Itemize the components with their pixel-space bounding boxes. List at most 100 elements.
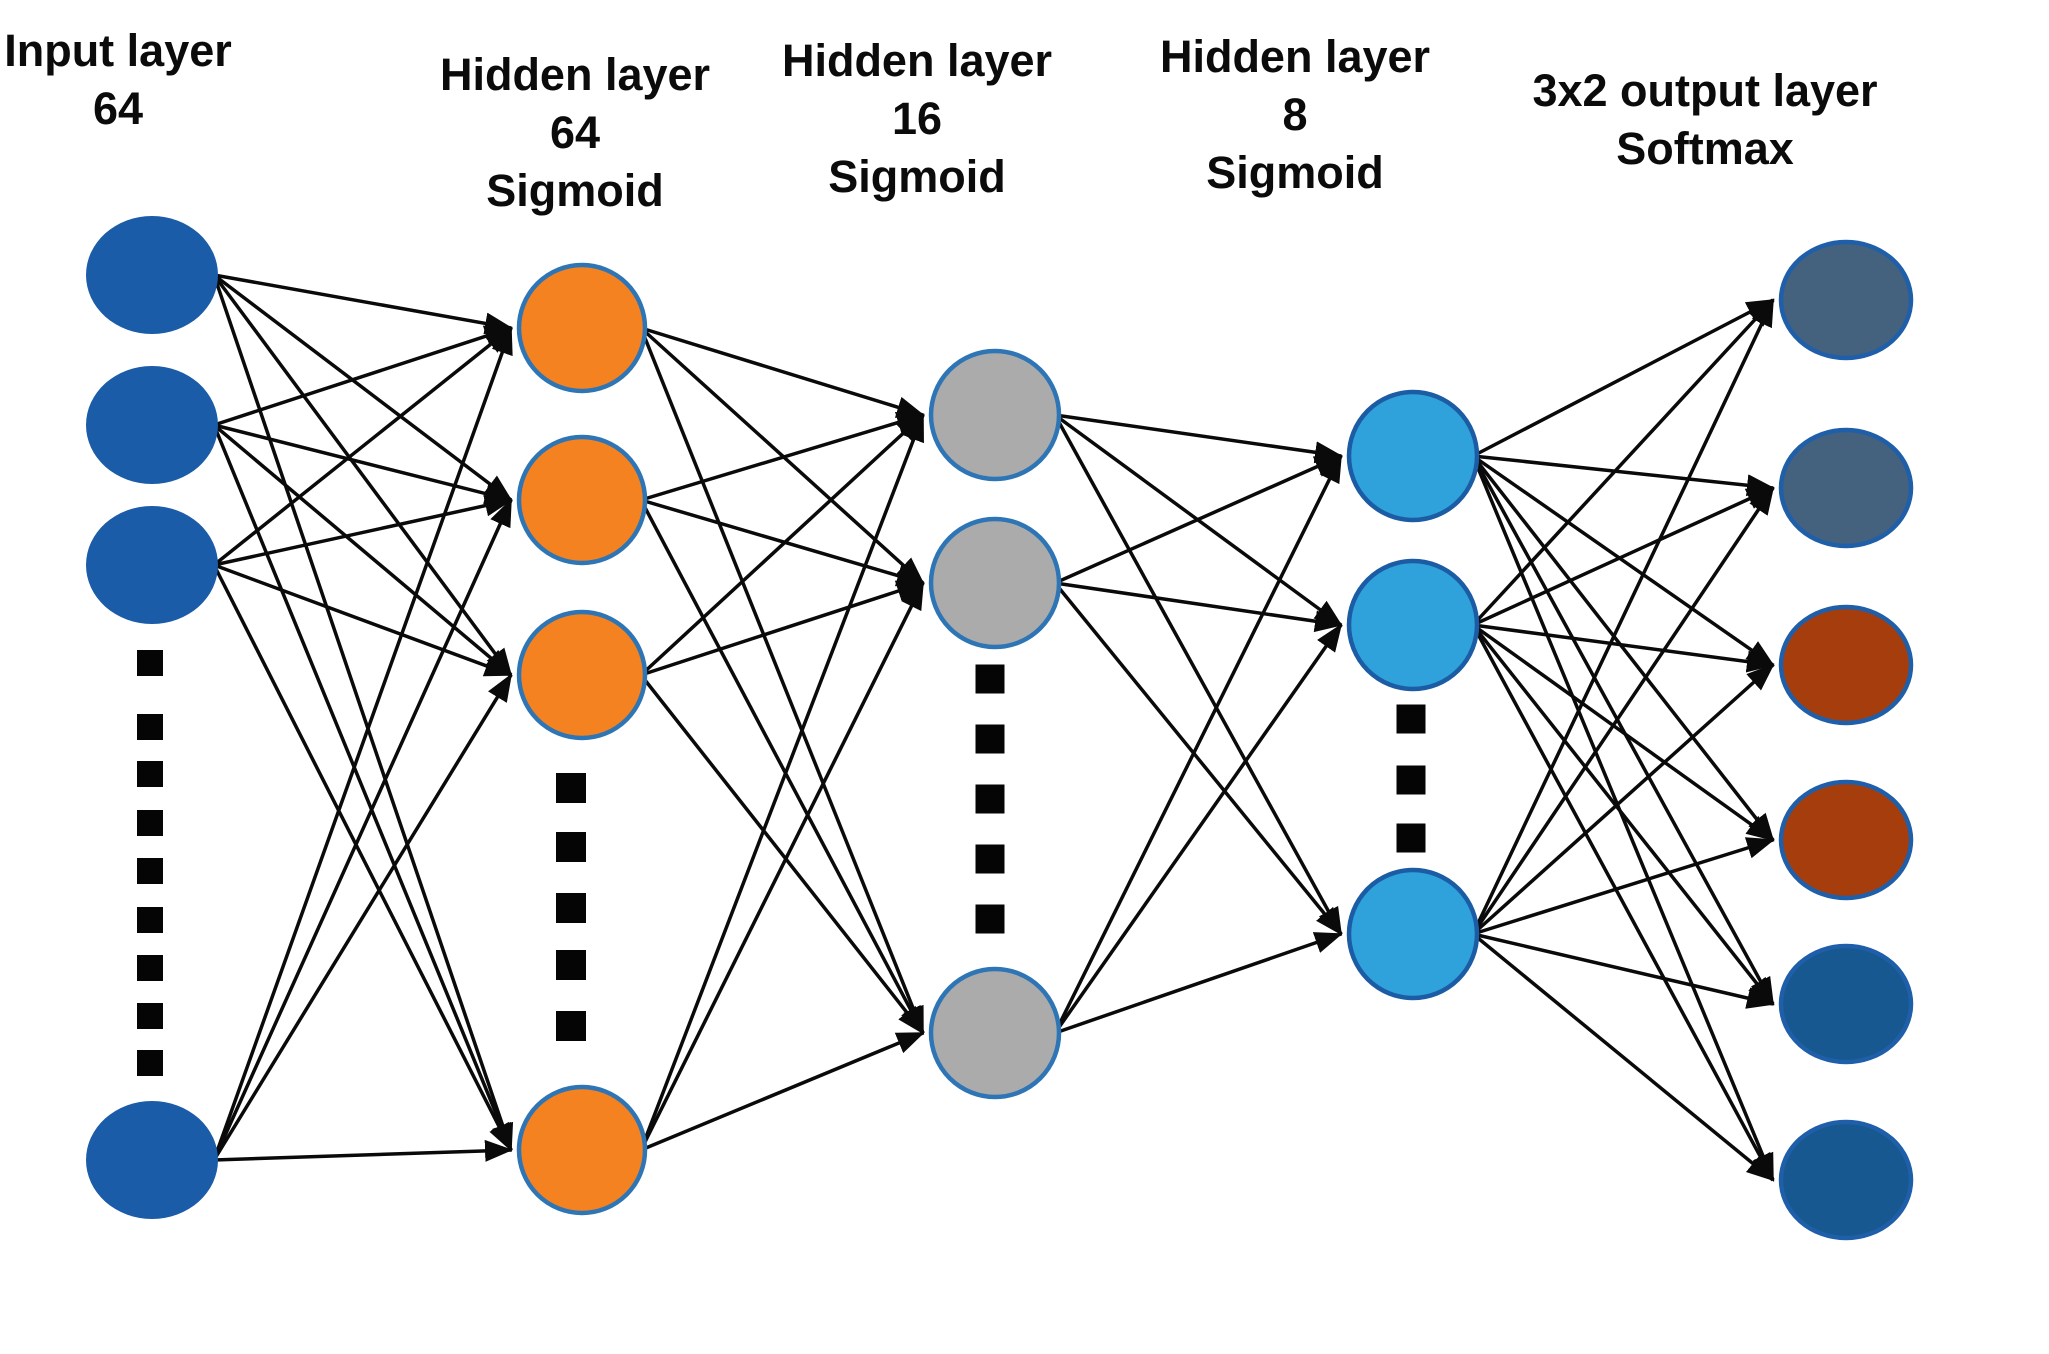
input-layer-ellipsis-square-7	[137, 1003, 163, 1029]
edge-input-layer-3-to-hidden-layer-1-1	[212, 498, 513, 1161]
edge-input-layer-3-to-hidden-layer-1-3	[213, 1139, 513, 1162]
input-layer-ellipsis-square-0	[137, 650, 163, 676]
input-layer-ellipsis-square-8	[137, 1050, 163, 1076]
edge-hidden-layer-3-2-to-output-layer-5	[1471, 932, 1775, 1182]
edge-hidden-layer-1-2-to-hidden-layer-2-1	[640, 580, 925, 677]
edge-hidden-layer-3-1-to-output-layer-3	[1471, 623, 1775, 842]
hidden-layer-2-ellipsis-square-3	[975, 844, 1005, 874]
input-layer-ellipsis-square-6	[137, 955, 163, 981]
output-layer-node-3	[1778, 604, 1914, 726]
edge-input-layer-1-to-hidden-layer-1-0	[213, 325, 513, 427]
label-hidden2-line-2: 16	[891, 93, 943, 144]
edge-hidden-layer-2-1-to-hidden-layer-3-1	[1054, 581, 1343, 633]
hidden-layer-3-node-3	[1346, 867, 1480, 1001]
edge-hidden-layer-3-1-to-output-layer-0	[1471, 298, 1775, 627]
edge-hidden-layer-3-2-to-output-layer-1	[1471, 486, 1775, 935]
edge-input-layer-0-to-hidden-layer-1-0	[213, 273, 513, 335]
hidden-layer-2-node-2	[928, 516, 1062, 650]
edge-hidden-layer-2-2-to-hidden-layer-3-0	[1053, 454, 1343, 1034]
edge-hidden-layer-3-1-to-output-layer-1	[1472, 486, 1775, 627]
label-hidden3-line-2: 8	[1282, 89, 1308, 140]
edge-input-layer-1-to-hidden-layer-1-3	[212, 424, 513, 1152]
edge-hidden-layer-1-1-to-hidden-layer-2-1	[640, 498, 925, 587]
hidden-layer-3-ellipsis-square-0	[1396, 704, 1426, 734]
edge-hidden-layer-3-1-to-output-layer-2	[1472, 623, 1775, 673]
edge-hidden-layer-3-0-to-output-layer-0	[1472, 298, 1775, 458]
hidden-layer-3-ellipsis-square-2	[1396, 823, 1426, 853]
label-input-layer: Input layer 64	[4, 22, 232, 138]
edge-hidden-layer-2-2-to-hidden-layer-3-1	[1053, 623, 1343, 1035]
edge-input-layer-3-to-hidden-layer-1-0	[212, 326, 513, 1161]
edge-hidden-layer-3-1-to-output-layer-4	[1471, 623, 1775, 1006]
edge-hidden-layer-3-0-to-output-layer-2	[1471, 454, 1775, 667]
edge-hidden-layer-1-1-to-hidden-layer-2-0	[640, 411, 925, 502]
edge-hidden-layer-2-0-to-hidden-layer-3-2	[1053, 414, 1343, 936]
output-layer-node-5	[1778, 943, 1914, 1065]
hidden-layer-1-ellipsis-square-4	[556, 1011, 586, 1041]
edge-input-layer-2-to-hidden-layer-1-2	[213, 563, 513, 677]
edge-input-layer-3-to-hidden-layer-1-2	[212, 673, 513, 1161]
input-layer-node-1	[86, 216, 218, 334]
hidden-layer-1-ellipsis-square-0	[556, 773, 586, 803]
edge-hidden-layer-3-2-to-output-layer-3	[1472, 837, 1775, 936]
hidden-layer-2-ellipsis-square-1	[975, 724, 1005, 754]
edge-hidden-layer-1-0-to-hidden-layer-2-2	[639, 327, 925, 1035]
hidden-layer-2-node-3	[928, 966, 1062, 1100]
edge-hidden-layer-1-3-to-hidden-layer-2-0	[639, 413, 925, 1151]
edge-hidden-layer-1-3-to-hidden-layer-2-1	[639, 581, 925, 1151]
hidden-layer-3-ellipsis-square-1	[1396, 765, 1426, 795]
hidden-layer-1-ellipsis-square-1	[556, 832, 586, 862]
hidden-layer-1-ellipsis-square-3	[556, 950, 586, 980]
edge-input-layer-2-to-hidden-layer-1-3	[212, 564, 513, 1152]
output-layer-node-2	[1778, 427, 1914, 549]
output-layer-node-4	[1778, 779, 1914, 901]
edge-hidden-layer-3-0-to-output-layer-5	[1471, 455, 1775, 1182]
edge-hidden-layer-3-2-to-output-layer-4	[1472, 932, 1775, 1009]
hidden-layer-1-node-1	[516, 262, 648, 394]
hidden-layer-2-ellipsis-square-0	[975, 664, 1005, 694]
hidden-layer-1-node-2	[516, 434, 648, 566]
label-hidden2-line-3: Sigmoid	[828, 151, 1006, 202]
edge-hidden-layer-2-1-to-hidden-layer-3-2	[1053, 581, 1343, 936]
edge-input-layer-2-to-hidden-layer-1-0	[212, 326, 513, 567]
label-input-line-2: 64	[92, 83, 144, 134]
label-hidden1-line-3: Sigmoid	[486, 165, 664, 216]
edge-hidden-layer-3-2-to-output-layer-2	[1471, 663, 1775, 936]
label-output-line-1: 3x2 output layer	[1532, 65, 1878, 116]
edge-input-layer-0-to-hidden-layer-1-1	[212, 273, 513, 502]
input-layer-node-3	[86, 506, 218, 624]
edge-input-layer-0-to-hidden-layer-1-2	[212, 273, 513, 677]
input-layer-node-2	[86, 366, 218, 484]
label-output-line-2: Softmax	[1616, 123, 1794, 174]
edge-hidden-layer-3-2-to-output-layer-0	[1471, 298, 1775, 935]
input-layer-node-4	[86, 1101, 218, 1219]
hidden-layer-1-ellipsis-square-2	[556, 893, 586, 923]
edge-hidden-layer-1-2-to-hidden-layer-2-2	[639, 673, 925, 1035]
edge-hidden-layer-1-3-to-hidden-layer-2-2	[640, 1031, 925, 1152]
hidden-layer-3-node-1	[1346, 389, 1480, 523]
edge-hidden-layer-1-2-to-hidden-layer-2-0	[639, 413, 925, 677]
label-hidden3-line-3: Sigmoid	[1206, 147, 1384, 198]
output-layer-node-6	[1778, 1119, 1914, 1241]
label-hidden1-line-1: Hidden layer	[439, 49, 711, 100]
label-hidden3-line-1: Hidden layer	[1159, 31, 1431, 82]
edge-hidden-layer-1-1-to-hidden-layer-2-2	[639, 499, 925, 1035]
label-input-line-1: Input layer	[4, 25, 232, 76]
edge-input-layer-0-to-hidden-layer-1-3	[212, 274, 514, 1152]
edge-input-layer-2-to-hidden-layer-1-1	[213, 494, 513, 567]
hidden-layer-1-node-3	[516, 609, 648, 741]
edge-hidden-layer-2-2-to-hidden-layer-3-2	[1054, 932, 1343, 1035]
label-hidden2-line-1: Hidden layer	[781, 35, 1053, 86]
edge-hidden-layer-2-1-to-hidden-layer-3-0	[1054, 454, 1343, 585]
edge-input-layer-1-to-hidden-layer-1-1	[213, 423, 513, 505]
label-hidden1-line-2: 64	[549, 107, 601, 158]
edge-hidden-layer-1-0-to-hidden-layer-2-0	[640, 326, 925, 418]
input-layer-ellipsis-square-1	[137, 714, 163, 740]
hidden-layer-1-node-4	[516, 1084, 648, 1216]
